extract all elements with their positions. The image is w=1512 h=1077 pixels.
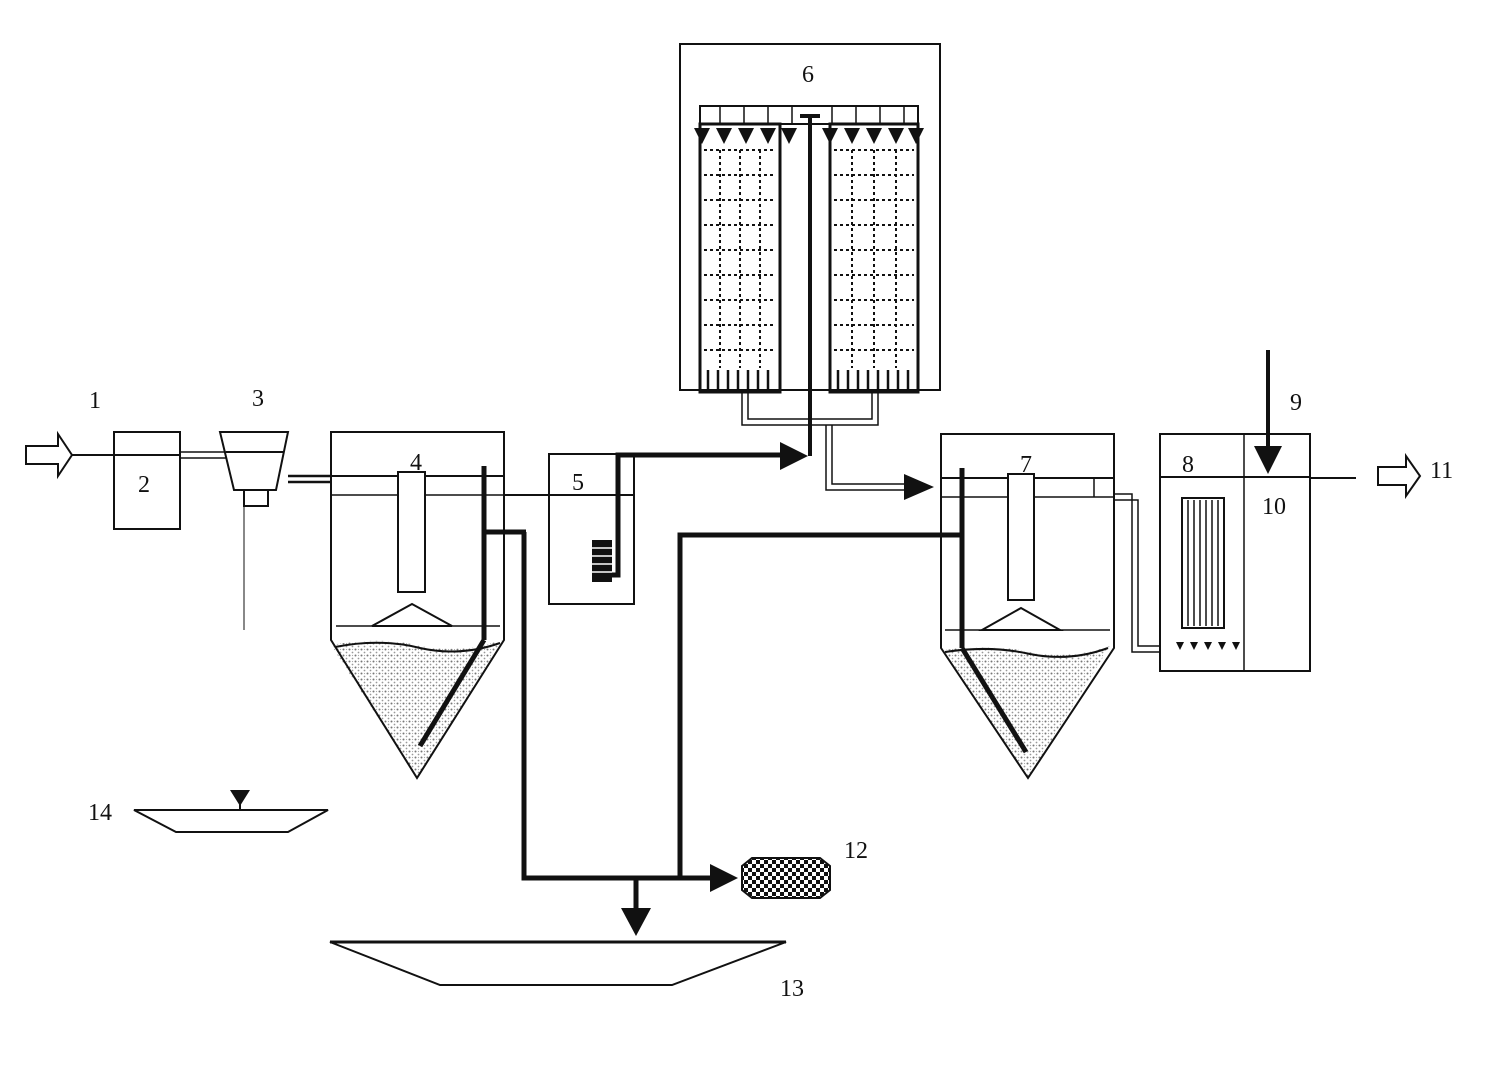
pipe-6-to-7 — [825, 425, 906, 491]
label-7: 7 — [1020, 452, 1032, 478]
pipe-3-to-4 — [288, 474, 331, 484]
label-1: 1 — [89, 388, 101, 414]
label-13: 13 — [780, 976, 804, 1002]
label-9: 9 — [1290, 390, 1302, 416]
unit-2-box — [113, 431, 181, 530]
arrow-into-7 — [904, 474, 934, 500]
label-11: 11 — [1430, 458, 1453, 484]
unit-6-biofilter — [679, 43, 941, 456]
label-8: 8 — [1182, 452, 1194, 478]
label-6: 6 — [802, 62, 814, 88]
unit-14-basin — [133, 790, 329, 833]
outlet-arrow — [1377, 452, 1422, 500]
label-3: 3 — [252, 386, 264, 412]
unit-8-10-tank — [1159, 433, 1311, 672]
arrow-to-12 — [710, 864, 738, 892]
unit-5-tank — [548, 452, 780, 605]
unit-13-basin — [329, 940, 787, 986]
unit-7-settling-tank — [940, 433, 1115, 780]
label-12: 12 — [844, 838, 868, 864]
arrow-feed-to-6 — [780, 442, 808, 470]
inlet-arrow — [25, 430, 74, 480]
unit-4-settling-tank — [330, 431, 526, 780]
label-14: 14 — [88, 800, 112, 826]
labels: 1 2 3 4 5 6 7 8 9 10 11 12 13 14 — [88, 62, 1453, 1002]
pipe-7-to-8 — [1114, 493, 1160, 653]
input-9-arrow — [1254, 350, 1282, 474]
unit-12-press — [741, 857, 831, 899]
label-10: 10 — [1262, 494, 1286, 520]
sludge-return-lines — [521, 532, 962, 912]
label-2: 2 — [138, 472, 150, 498]
pipe-2-to-3 — [180, 451, 226, 459]
label-4: 4 — [410, 450, 422, 476]
arrow-to-13 — [621, 908, 651, 936]
label-5: 5 — [572, 470, 584, 496]
unit-3-funnel — [218, 431, 290, 630]
